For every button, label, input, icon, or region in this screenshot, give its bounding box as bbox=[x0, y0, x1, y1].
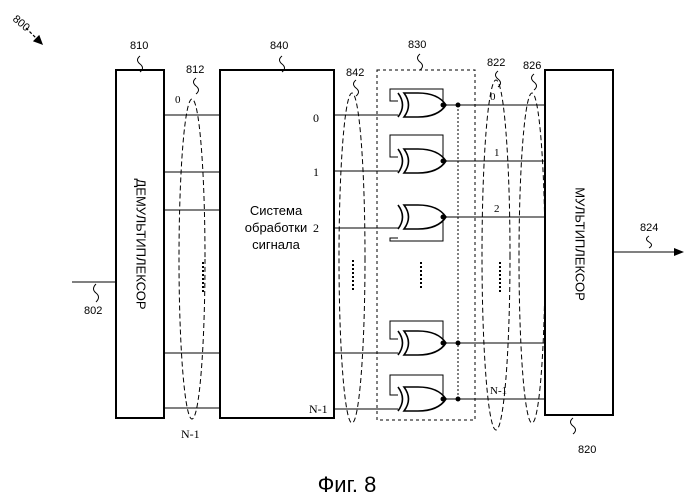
bus-826-callout: 826 bbox=[523, 60, 541, 90]
xor-gate-n1 bbox=[398, 387, 446, 411]
processor-out-label-n1: N-1 bbox=[309, 402, 328, 416]
xor-gate-n2 bbox=[398, 331, 446, 355]
processor-label-line-3: сигнала bbox=[252, 237, 300, 252]
processor-ref-callout: 840 bbox=[270, 40, 288, 72]
output-ref-callout: 824 bbox=[640, 222, 658, 248]
bus-822-ref-label: 822 bbox=[487, 57, 505, 69]
mux-ref-callout: 820 bbox=[571, 418, 597, 456]
bus-812-bottom-label: N-1 bbox=[181, 427, 200, 441]
xor-group-callout: 830 bbox=[408, 39, 426, 70]
xor-gate-0 bbox=[398, 93, 446, 117]
processor-block: Система обработки сигнала 0 1 2 N-1 bbox=[220, 70, 334, 418]
processor-label-line-2: обработки bbox=[245, 220, 307, 235]
output-arrow bbox=[613, 248, 684, 256]
demux-ref-callout: 810 bbox=[130, 40, 148, 72]
mux-block: МУЛЬТИПЛЕКСОР bbox=[545, 70, 613, 415]
mux-in-label-n1: N-1 bbox=[490, 385, 507, 397]
mux-in-label-2: 2 bbox=[494, 203, 500, 215]
processor-ref-label: 840 bbox=[270, 40, 288, 52]
demux-block: ДЕМУЛЬТИПЛЕКСОР bbox=[116, 70, 164, 418]
processor-to-xor-wires bbox=[334, 115, 398, 409]
mux-ref-label: 820 bbox=[578, 444, 596, 456]
processor-out-label-1: 1 bbox=[313, 165, 319, 179]
bus-826-ref-label: 826 bbox=[523, 60, 541, 72]
xor-group-ref-label: 830 bbox=[408, 39, 426, 51]
processor-out-label-2: 2 bbox=[313, 221, 319, 235]
demux-ref-label: 810 bbox=[130, 40, 148, 52]
bus-842-callout: 842 bbox=[346, 67, 364, 96]
bus-822-callout: 822 bbox=[487, 57, 505, 87]
bus-842-ref-label: 842 bbox=[346, 67, 364, 79]
mux-in-label-1: 1 bbox=[494, 147, 500, 159]
bus-822-ellipse bbox=[482, 80, 510, 430]
bus-812-callout: 812 bbox=[186, 64, 204, 94]
output-ref-label: 824 bbox=[640, 222, 658, 234]
demux-to-processor-wires bbox=[164, 115, 220, 408]
mux-label: МУЛЬТИПЛЕКСОР bbox=[573, 187, 588, 301]
input-ref-callout: 802 bbox=[84, 284, 102, 317]
input-ref-label: 802 bbox=[84, 305, 102, 317]
bus-826-ellipse bbox=[519, 93, 545, 423]
bus-812-ellipse bbox=[179, 99, 205, 419]
figure-ref-label: 800 bbox=[10, 13, 32, 34]
xor-group-boundary bbox=[377, 70, 475, 420]
demux-label: ДЕМУЛЬТИПЛЕКСОР bbox=[134, 178, 149, 309]
figure-ref-arrow bbox=[26, 28, 42, 44]
figure-caption: Фиг. 8 bbox=[0, 472, 694, 498]
xor-gate-2 bbox=[398, 205, 446, 229]
bus-812-ref-label: 812 bbox=[186, 64, 204, 76]
bus-842-ellipse bbox=[339, 93, 365, 423]
mux-in-label-0: 0 bbox=[490, 91, 496, 103]
processor-label-line-1: Система bbox=[250, 203, 303, 218]
xor-gate-1 bbox=[398, 149, 446, 173]
bus-812-top-label: 0 bbox=[175, 94, 181, 106]
processor-out-label-0: 0 bbox=[313, 111, 319, 125]
